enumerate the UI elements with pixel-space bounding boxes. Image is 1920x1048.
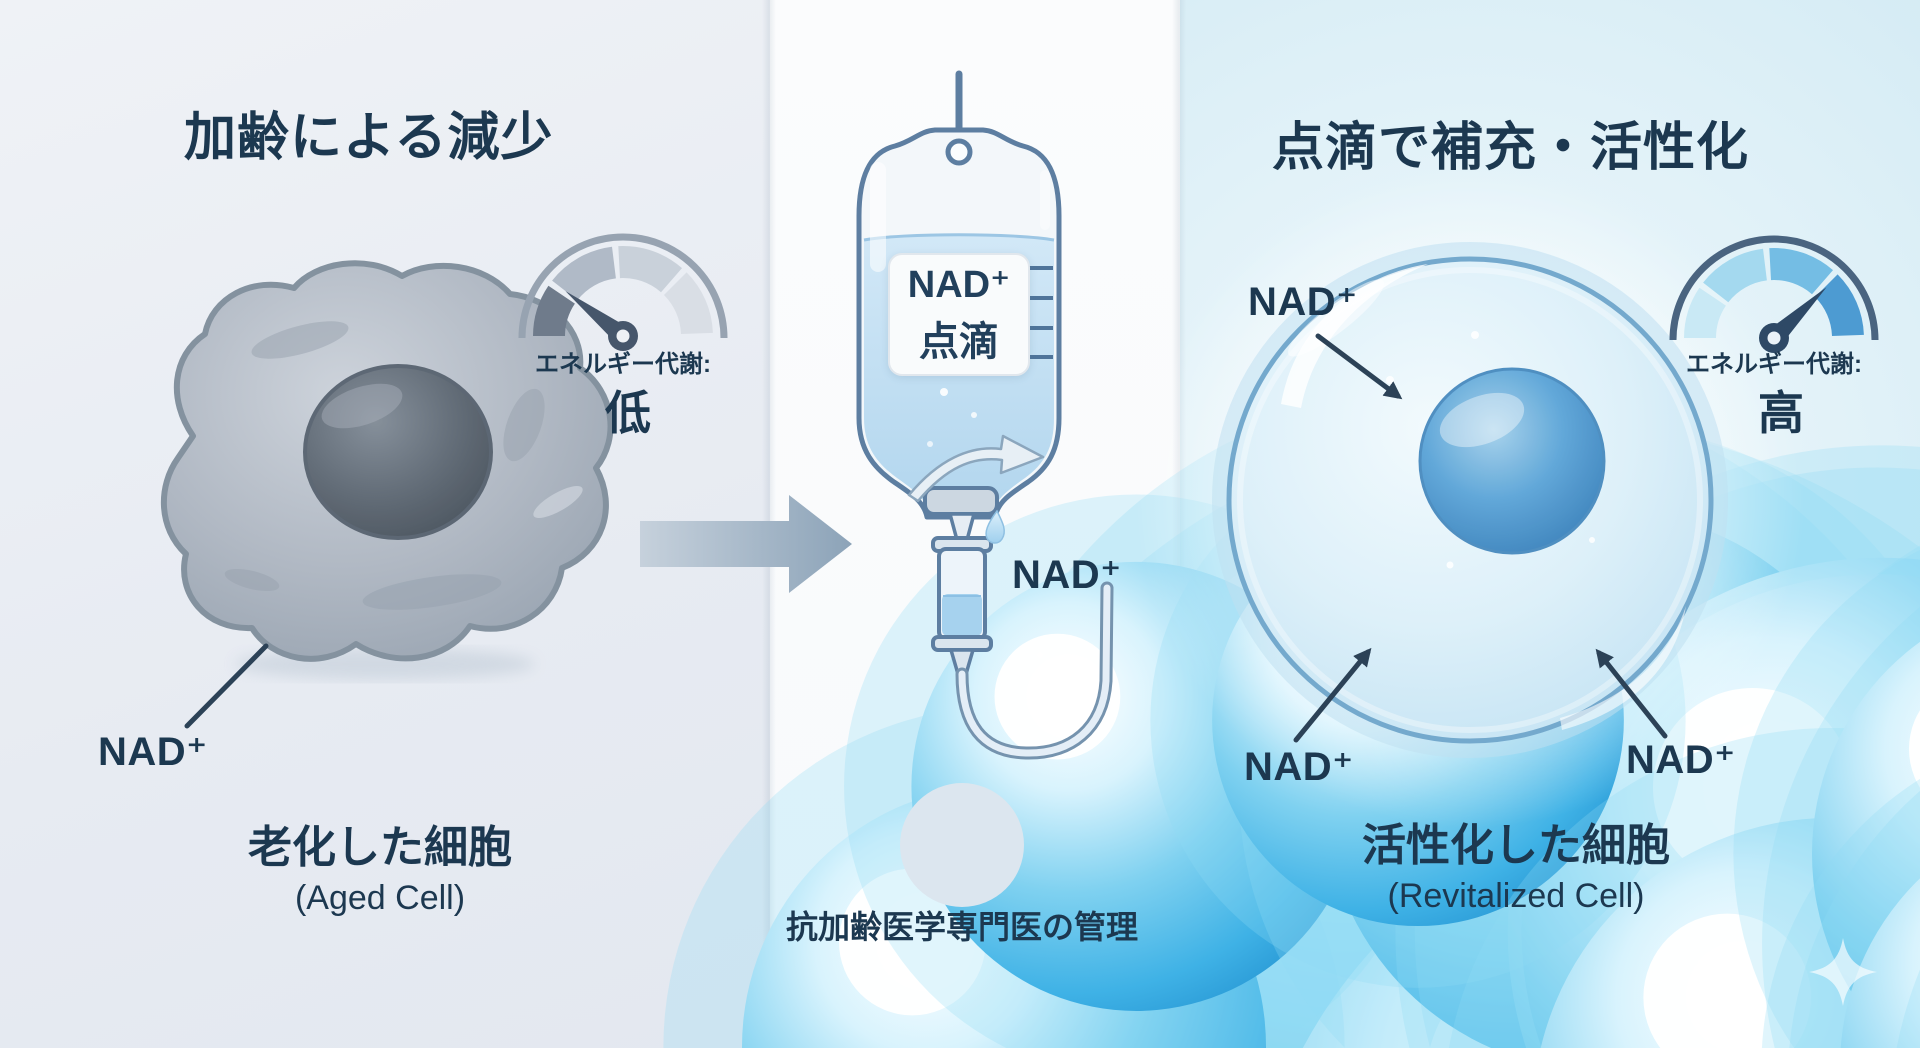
left-gauge-value: 低 (605, 387, 651, 439)
bag-bubbles (927, 388, 1920, 1048)
right-nad-label-bottom-right: NAD⁺ (1626, 738, 1736, 782)
middle-nad-label: NAD⁺ (1012, 553, 1122, 597)
flow-arrow-icon (640, 495, 852, 593)
right-gauge-label: エネルギー代謝: (1686, 351, 1862, 378)
left-gauge-label: エネルギー代謝: (535, 351, 711, 378)
left-nad-label: NAD⁺ (98, 730, 208, 774)
revitalized-cell-nucleus (1418, 367, 1606, 555)
sparkle-icon (1809, 938, 1877, 1006)
doctor-caption: 抗加齢医学専門医の管理 (785, 909, 1139, 945)
gauge-high-icon (1669, 235, 1879, 353)
right-nad-label-bottom-left: NAD⁺ (1244, 745, 1354, 789)
bag-port (923, 486, 999, 516)
left-caption-jp: 老化した細胞 (248, 823, 512, 872)
right-caption-en: (Revitalized Cell) (1387, 877, 1645, 915)
doctor-avatar-icon (900, 783, 1024, 907)
gauge-low-icon (518, 233, 728, 351)
curved-flow-arrow-icon (907, 434, 1045, 503)
hanger-hole (945, 138, 973, 166)
right-gauge-value: 高 (1758, 387, 1804, 439)
iv-bag-label: NAD⁺ 点滴 (888, 253, 1030, 376)
nad-bubbles-revitalized (1386, 331, 1920, 1048)
graduation-marks (1028, 266, 1053, 359)
revitalized-cell-illustration (1135, 168, 1920, 1048)
left-title: 加齢による減少 (184, 109, 554, 167)
right-title: 点滴で補充・活性化 (1272, 119, 1750, 177)
aged-cell-illustration (160, 260, 1920, 1048)
nad-pointer-line (184, 643, 269, 729)
droplet-icon (985, 509, 1005, 544)
nad-pointer-arrows (1293, 333, 1668, 743)
floating-nad-bubbles (1037, 652, 1920, 1048)
left-caption-en: (Aged Cell) (294, 879, 466, 917)
right-nad-label-top: NAD⁺ (1248, 280, 1358, 324)
iv-bag-label-line2: 点滴 (919, 320, 999, 364)
aged-cell-nucleus (303, 364, 493, 540)
drip-chamber-icon (931, 536, 993, 676)
iv-bag-label-line1: NAD⁺ (907, 264, 1011, 306)
right-caption-jp: 活性化した細胞 (1362, 821, 1670, 870)
